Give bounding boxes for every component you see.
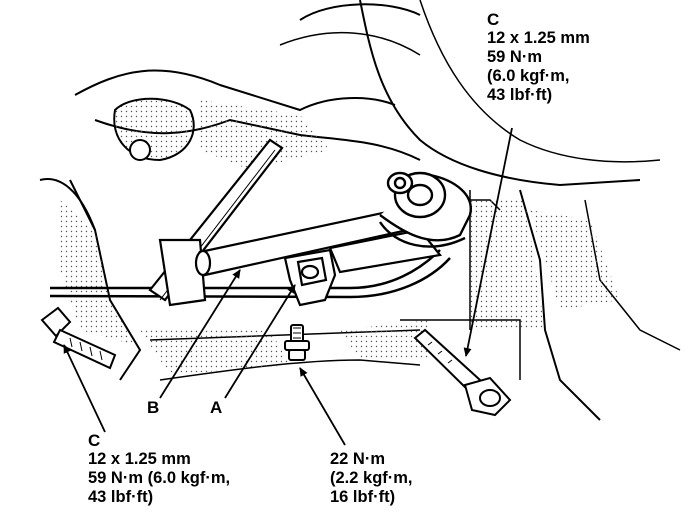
center-bolt	[284, 324, 310, 361]
callout-c-bottom-letter: C	[88, 431, 101, 450]
callout-c-top: C 12 x 1.25 mm 59 N·m (6.0 kgf·m, 43 lbf…	[487, 10, 590, 105]
leader-lines	[63, 127, 513, 446]
callout-c-bottom-torque: 59 N·m (6.0 kgf·m,	[88, 469, 231, 487]
left-bolt-c	[40, 306, 117, 370]
callout-22nm-lbf: 16 lbf·ft)	[330, 488, 396, 506]
callout-b-letter: B	[147, 398, 160, 417]
callout-a: A	[210, 398, 222, 417]
right-bolt-c	[413, 328, 512, 417]
callout-c-top-kgf: (6.0 kgf·m,	[487, 67, 570, 85]
bushing-bracket	[378, 171, 472, 248]
callout-c-bottom-lbf: 43 lbf·ft)	[88, 488, 154, 506]
callout-22nm-torque: 22 N·m	[330, 450, 386, 468]
vehicle-body-structure	[39, 0, 681, 421]
part-b-link	[148, 138, 284, 307]
callout-b: B	[147, 398, 159, 417]
callout-c-top-lbf: 43 lbf·ft)	[487, 86, 553, 104]
callout-c-bottom: C 12 x 1.25 mm 59 N·m (6.0 kgf·m, 43 lbf…	[88, 431, 230, 507]
callout-c-top-torque: 59 N·m	[487, 48, 543, 66]
callout-22nm: 22 N·m (2.2 kgf·m, 16 lbf·ft)	[330, 450, 413, 507]
callout-c-top-letter: C	[487, 10, 500, 29]
callout-c-top-size: 12 x 1.25 mm	[487, 29, 590, 47]
part-a-bracket	[283, 248, 337, 307]
stipple-shading	[60, 100, 620, 375]
callout-c-bottom-size: 12 x 1.25 mm	[88, 450, 191, 468]
callout-a-letter: A	[210, 398, 223, 417]
callout-22nm-kgf: (2.2 kgf·m,	[330, 469, 413, 487]
